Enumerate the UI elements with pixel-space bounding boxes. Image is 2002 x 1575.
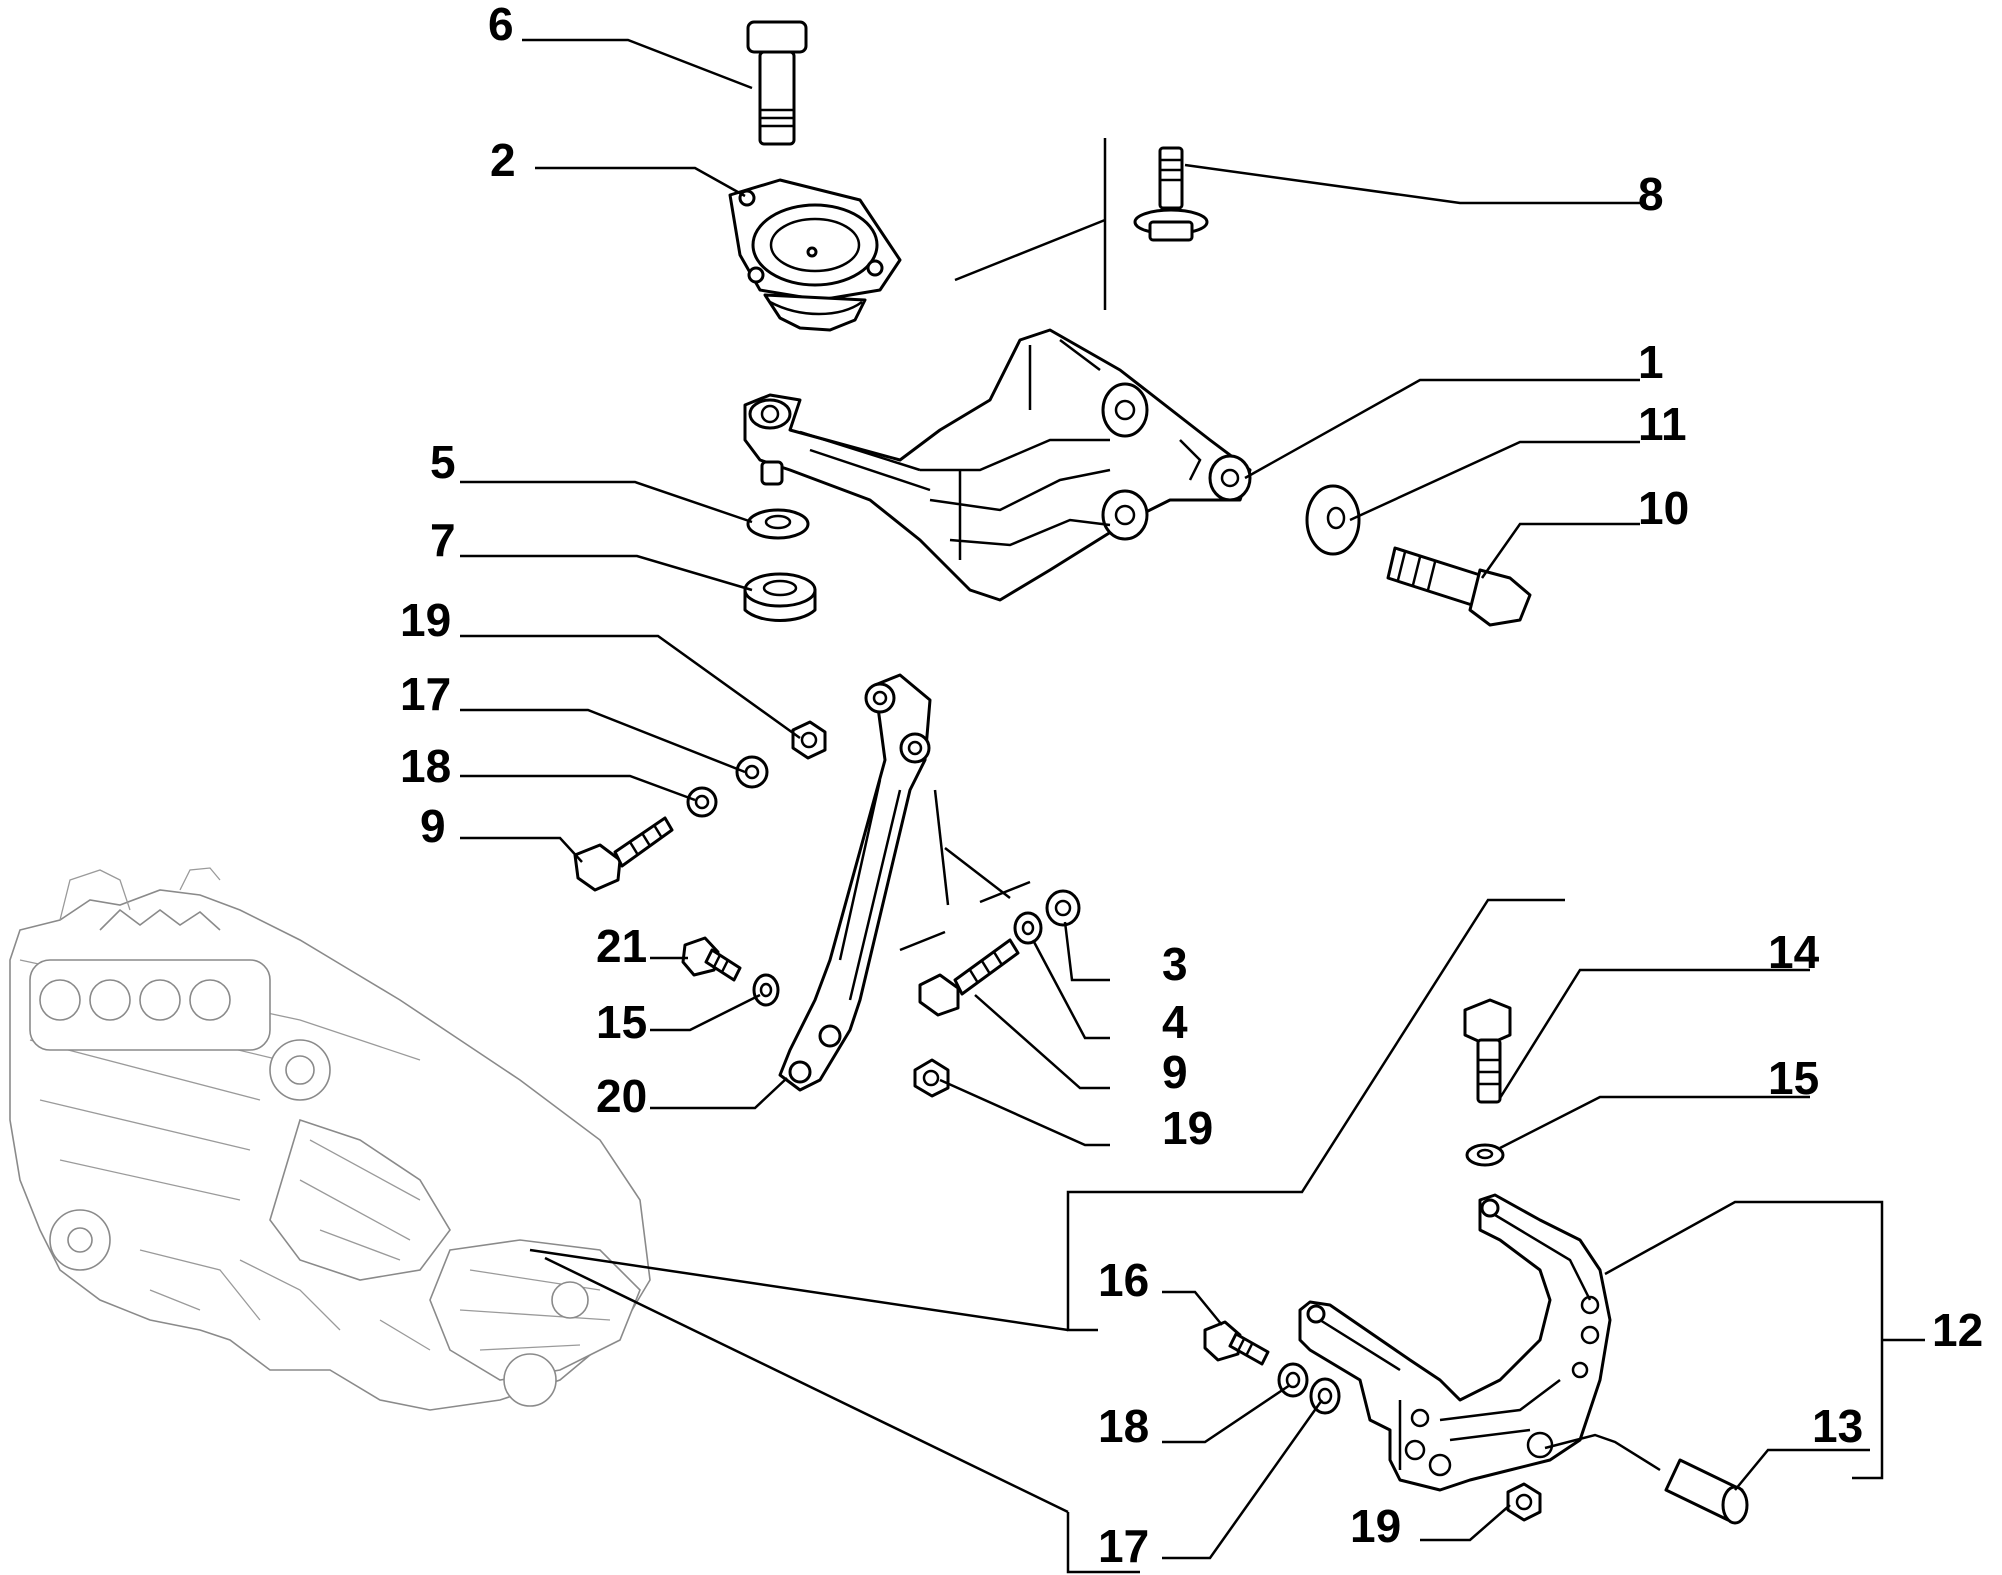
torque-rod-20 (778, 673, 932, 1092)
nut-19-lower (1506, 1482, 1542, 1522)
bracket-1 (743, 328, 1252, 602)
engine-illustration (9, 867, 651, 1411)
label-17-lower: 17 (1098, 1520, 1149, 1572)
washer-3 (1045, 889, 1081, 927)
nut-7 (743, 572, 817, 622)
bushing-13 (1664, 1458, 1749, 1525)
label-13: 13 (1812, 1400, 1863, 1452)
label-19-middle: 19 (1162, 1102, 1213, 1154)
leader-lines (460, 38, 1925, 1574)
label-7: 7 (430, 514, 456, 566)
rubber-mount-2 (728, 178, 902, 332)
bracket-12 (1298, 1193, 1612, 1492)
washer-15-right (1465, 1143, 1505, 1167)
label-20: 20 (596, 1070, 647, 1122)
bolt-9-lower (918, 938, 1020, 1017)
label-15-lower: 15 (596, 996, 647, 1048)
label-9-upper: 9 (420, 800, 446, 852)
label-6: 6 (488, 0, 514, 50)
washer-5 (746, 508, 810, 540)
bolt-21 (681, 936, 742, 982)
label-21: 21 (596, 920, 647, 972)
label-19-upper: 19 (400, 594, 451, 646)
label-1: 1 (1638, 336, 1664, 388)
washer-18-lower (1277, 1362, 1309, 1398)
label-8: 8 (1638, 168, 1664, 220)
washer-11 (1305, 484, 1361, 556)
bolt-10 (1386, 546, 1532, 627)
washer-17-upper (735, 755, 769, 789)
label-4: 4 (1162, 996, 1188, 1048)
bolt-16 (1203, 1320, 1270, 1366)
label-18-lower: 18 (1098, 1400, 1149, 1452)
washer-15-lower (752, 973, 780, 1007)
part-labels: 6 2 8 1 11 10 5 7 19 17 18 9 21 15 20 3 … (400, 0, 1983, 1572)
label-19-lower: 19 (1350, 1500, 1401, 1552)
label-12: 12 (1932, 1304, 1983, 1356)
flange-bolt-8 (1133, 146, 1209, 242)
label-17-upper: 17 (400, 668, 451, 720)
washer-18-upper (686, 786, 718, 818)
label-10: 10 (1638, 482, 1689, 534)
label-14: 14 (1768, 926, 1820, 978)
bolt-9-upper (573, 816, 674, 892)
label-5: 5 (430, 436, 456, 488)
nut-19-middle (913, 1058, 950, 1098)
bolt-14 (1463, 998, 1512, 1104)
washer-4 (1013, 911, 1043, 945)
label-9-lower: 9 (1162, 1046, 1188, 1098)
label-18-upper: 18 (400, 740, 451, 792)
label-3: 3 (1162, 938, 1188, 990)
nut-19-upper (791, 720, 827, 760)
label-16: 16 (1098, 1254, 1149, 1306)
label-15-right: 15 (1768, 1052, 1819, 1104)
bolt-6 (746, 20, 808, 146)
label-2: 2 (490, 134, 516, 186)
label-11: 11 (1638, 398, 1687, 450)
